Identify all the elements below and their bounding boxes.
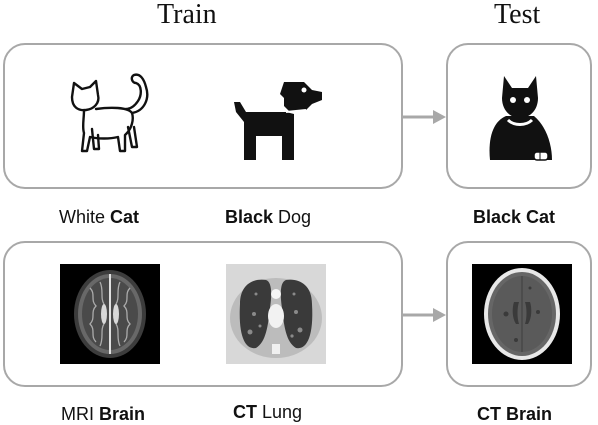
ct-brain-scan [472, 264, 572, 364]
arrow-row2 [403, 308, 446, 322]
caption-plain: Lung [257, 402, 303, 422]
caption-bold: CT [233, 402, 257, 422]
dog-filled-icon [234, 82, 322, 160]
train-header: Train [157, 0, 217, 30]
caption-bold: Cat [110, 207, 140, 227]
caption-white-cat: White Cat [59, 206, 139, 228]
cat-filled-icon [489, 76, 552, 161]
mri-brain-scan [60, 264, 160, 364]
caption-mri-brain: MRI Brain [61, 403, 145, 425]
caption-ct-lung: CT Lung [233, 401, 302, 423]
caption-black-dog: Black Dog [225, 206, 311, 228]
train-box-row1 [3, 43, 403, 189]
cat-outline-icon [70, 73, 149, 153]
caption-bold: Black Cat [473, 207, 556, 227]
caption-bold: Brain [99, 404, 146, 424]
caption-plain: White [59, 207, 111, 227]
caption-plain: MRI [61, 404, 99, 424]
caption-bold: CT Brain [477, 404, 553, 424]
caption-ct-brain: CT Brain [477, 403, 552, 425]
caption-plain: Dog [273, 207, 312, 227]
caption-bold: Black [225, 207, 274, 227]
caption-black-cat: Black Cat [473, 206, 555, 228]
ct-lung-scan [226, 264, 326, 364]
arrow-row1 [403, 110, 446, 124]
test-header: Test [494, 0, 541, 30]
